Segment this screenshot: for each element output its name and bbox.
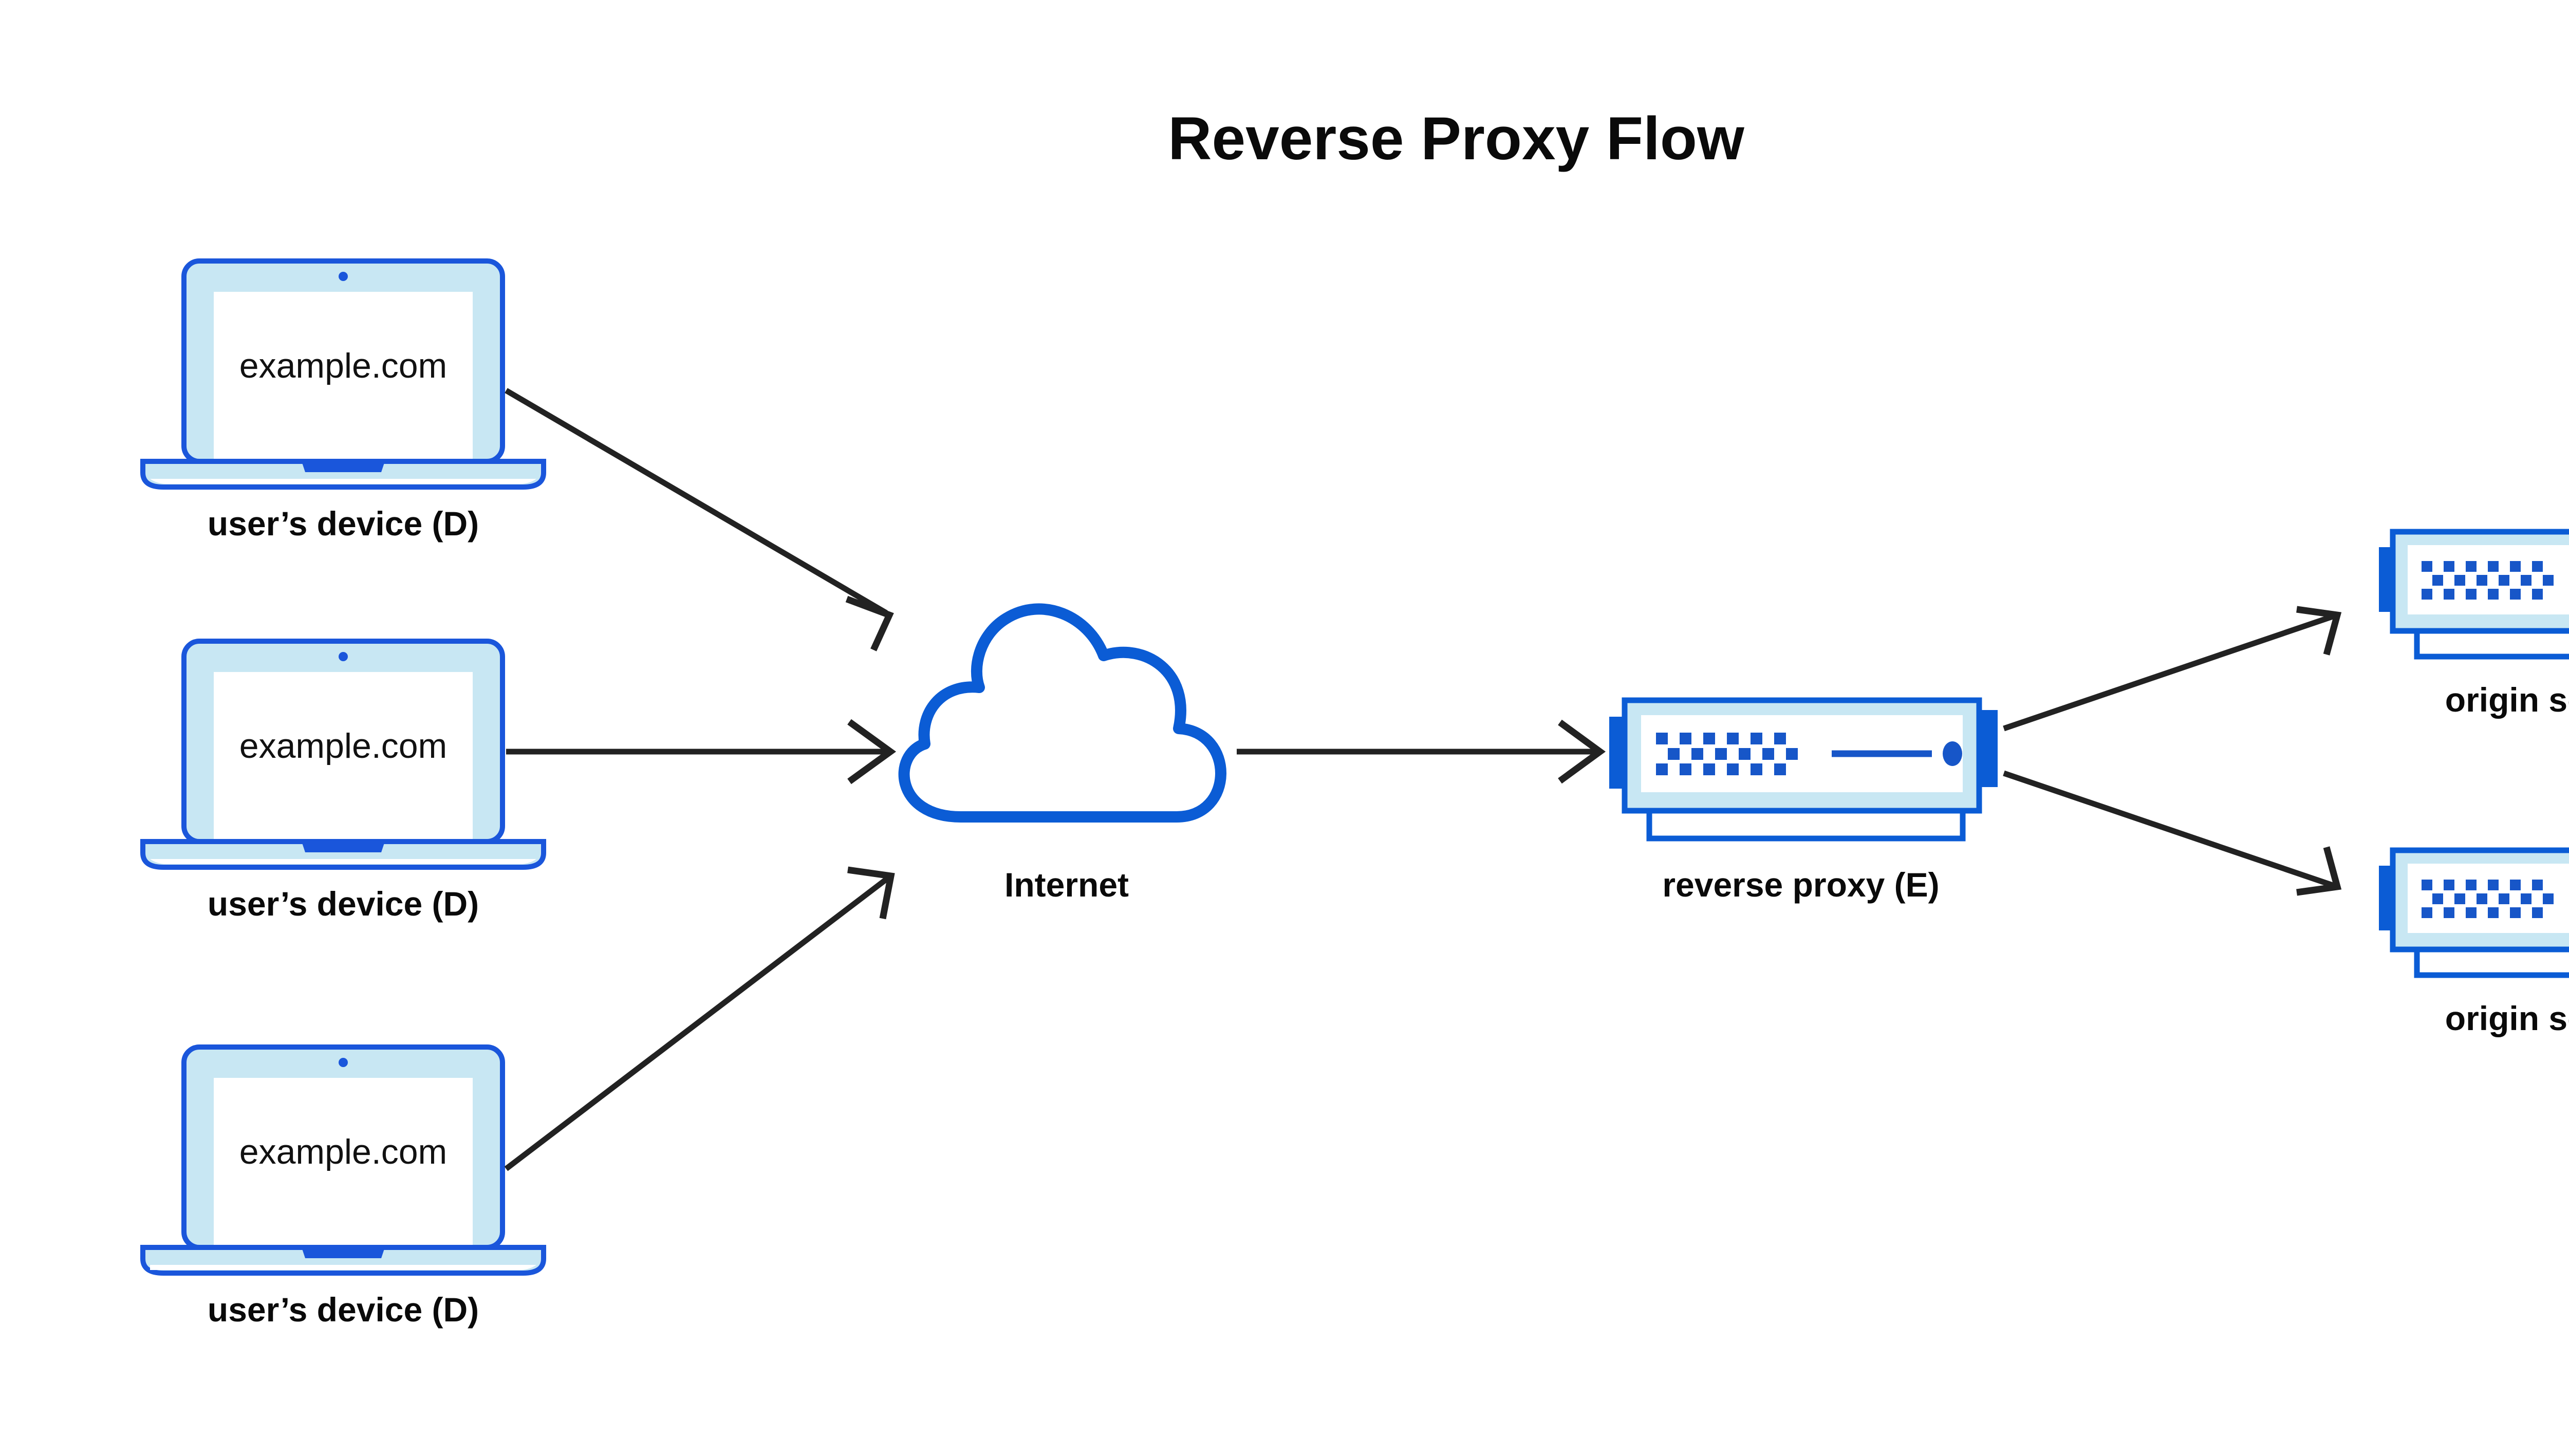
node-device-3[interactable]: example.com user’s device (D) bbox=[140, 1044, 546, 1329]
page-title: Reverse Proxy Flow bbox=[1168, 105, 1745, 173]
origin-1-label: origin server (F) bbox=[2445, 681, 2569, 719]
server-shelf bbox=[1646, 808, 1966, 842]
device-3-label: user’s device (D) bbox=[208, 1291, 479, 1329]
edge-device2-to-internet bbox=[506, 719, 897, 785]
webcam-icon bbox=[339, 272, 348, 281]
laptop-icon bbox=[140, 639, 546, 870]
server-shelf bbox=[2414, 946, 2569, 978]
server-icon bbox=[2379, 529, 2569, 660]
node-internet[interactable]: Internet bbox=[898, 603, 1226, 904]
server-vent-dots bbox=[2422, 561, 2554, 600]
device-1-label: user’s device (D) bbox=[208, 505, 479, 543]
laptop-screen-text: example.com bbox=[239, 1132, 447, 1171]
laptop-trackpad bbox=[302, 463, 384, 472]
edge-device1-to-internet bbox=[505, 388, 894, 651]
server-vent-dots bbox=[2422, 880, 2554, 918]
laptop-trackpad bbox=[302, 843, 384, 852]
server-vent-dots bbox=[1656, 733, 1798, 775]
internet-label: Internet bbox=[1004, 866, 1129, 904]
node-reverse-proxy[interactable]: reverse proxy (E) bbox=[1609, 697, 1998, 904]
webcam-icon bbox=[339, 1058, 348, 1067]
laptop-screen bbox=[214, 1078, 473, 1247]
laptop-screen bbox=[214, 292, 473, 461]
edge-device3-to-internet bbox=[504, 866, 895, 1171]
node-device-2[interactable]: example.com user’s device (D) bbox=[140, 639, 546, 923]
node-origin-2[interactable]: origin server (F) bbox=[2379, 847, 2569, 1037]
origin-2-label: origin server (F) bbox=[2445, 999, 2569, 1037]
laptop-icon bbox=[140, 1044, 546, 1276]
device-2-label: user’s device (D) bbox=[208, 885, 479, 923]
cloud-icon bbox=[898, 603, 1226, 823]
laptop-screen-text: example.com bbox=[239, 346, 447, 385]
laptop-base-strip bbox=[150, 859, 536, 864]
server-icon bbox=[2379, 847, 2569, 978]
reverse-proxy-label: reverse proxy (E) bbox=[1662, 866, 1939, 904]
edge-internet-to-proxy bbox=[1237, 719, 1606, 784]
server-led-icon bbox=[1943, 741, 1962, 766]
laptop-base-strip bbox=[150, 479, 536, 484]
laptop-screen bbox=[214, 672, 473, 842]
webcam-icon bbox=[339, 652, 348, 661]
cloud-outline bbox=[898, 603, 1226, 823]
laptop-base-strip bbox=[150, 1265, 536, 1270]
edge-proxy-to-origin2 bbox=[2003, 770, 2342, 896]
node-device-1[interactable]: example.com user’s device (D) bbox=[140, 258, 546, 543]
server-icon bbox=[1609, 697, 1998, 842]
laptop-trackpad bbox=[302, 1249, 384, 1258]
edge-proxy-to-origin1 bbox=[2003, 606, 2342, 732]
server-shelf bbox=[2414, 628, 2569, 660]
laptop-screen-text: example.com bbox=[239, 726, 447, 766]
laptop-icon bbox=[140, 258, 546, 490]
node-origin-1[interactable]: origin server (F) bbox=[2379, 529, 2569, 719]
